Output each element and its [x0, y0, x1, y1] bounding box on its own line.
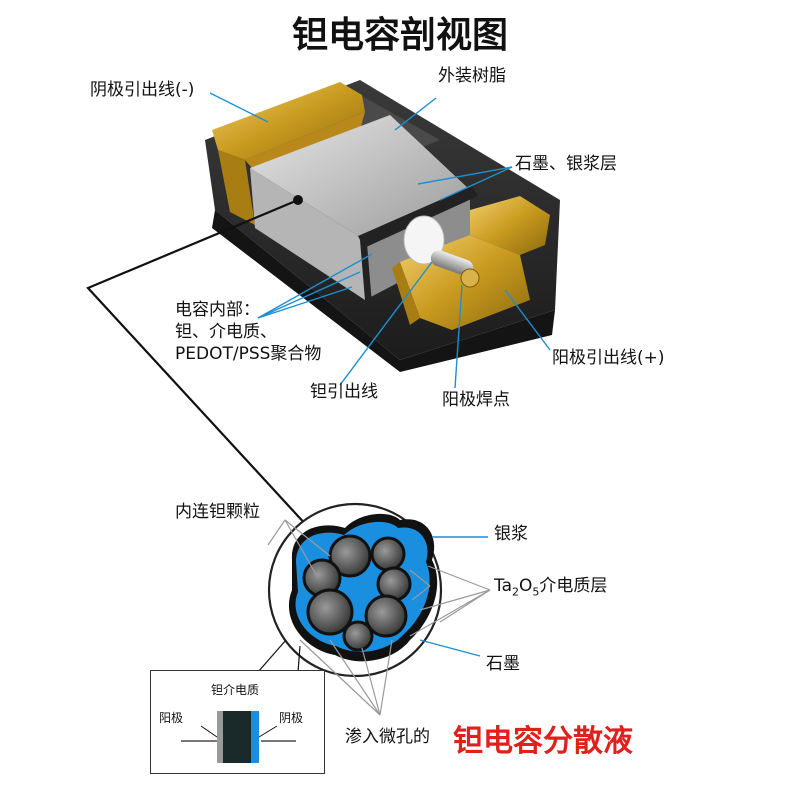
- page-title: 钽电容剖视图: [291, 15, 508, 56]
- magnified-view: [267, 502, 443, 678]
- label-internal-2: 钽、介电质、: [175, 322, 277, 342]
- label-dielectric: Ta2O5介电质层: [494, 576, 608, 599]
- magnifier-connector: [86, 195, 321, 541]
- label-graphite-silver: 石墨、银浆层: [515, 154, 617, 174]
- detail-blue-leaders: [419, 536, 488, 657]
- label-cathode-lead: 阴极引出线(-): [90, 80, 195, 100]
- label-anode-lead: 阳极引出线(+): [552, 348, 665, 368]
- label-internal-1: 电容内部：: [175, 300, 260, 320]
- label-resin: 外装树脂: [438, 66, 506, 86]
- label-graphite: 石墨: [486, 654, 520, 674]
- inset-anode-label: 阳极: [159, 711, 184, 725]
- label-anode-weld: 阳极焊点: [442, 390, 510, 410]
- label-tantalum-wire: 钽引出线: [310, 382, 378, 402]
- label-internal-3: PEDOT/PSS聚合物: [175, 344, 322, 364]
- inset-cathode-label: 阴极: [279, 711, 304, 725]
- dielectric-inset: 钽介电质 阳极 阴极: [150, 670, 325, 774]
- anode-wire-assembly: [403, 215, 480, 288]
- label-pores-prefix: 渗入微孔的: [345, 727, 430, 747]
- inset-connectors: [257, 639, 301, 673]
- inset-title: 钽介电质: [211, 683, 260, 697]
- inset-capacitor-graphic: [181, 711, 296, 763]
- leader-lines: [209, 92, 551, 389]
- label-sintered-particles: 内连钽颗粒: [175, 502, 260, 522]
- label-pores-highlight: 钽电容分散液: [453, 724, 633, 759]
- label-silver-paste: 银浆: [494, 524, 528, 544]
- detail-leaders: [267, 519, 491, 716]
